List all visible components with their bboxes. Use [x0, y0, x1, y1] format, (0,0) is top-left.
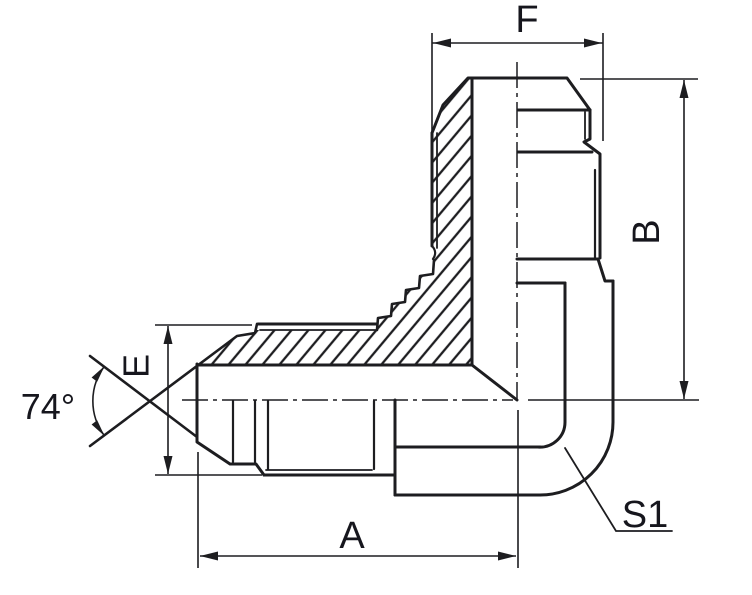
dimension-e: E	[116, 324, 262, 476]
b-arrow-bottom	[679, 381, 689, 399]
a-arrow-right	[498, 551, 516, 561]
nose-outline	[195, 362, 266, 477]
part-outline	[88, 76, 615, 497]
dimension-b: B	[580, 78, 698, 399]
thread-runout-steps	[375, 258, 436, 332]
angle-label-74: 74°	[21, 386, 75, 427]
dim-label-e: E	[116, 354, 157, 378]
flare-cone-line-upper	[88, 322, 259, 448]
dim-label-f: F	[515, 0, 538, 41]
dimension-f: F	[431, 0, 604, 141]
angle-arrow-top	[91, 366, 105, 382]
f-arrow-right	[584, 38, 602, 48]
dim-label-a: A	[339, 515, 365, 557]
flare-cone-line-lower	[88, 354, 199, 439]
angle-arrow-bottom	[91, 420, 105, 436]
b-arrow-top	[679, 80, 689, 98]
elbow-inner-wall	[536, 281, 567, 449]
f-arrow-left	[433, 38, 451, 48]
thread-runout-notch	[430, 244, 437, 261]
hex-bottom-chamfer	[515, 257, 615, 283]
elbow-outer-wall	[536, 279, 615, 497]
centerlines	[182, 62, 699, 401]
dim-label-b: B	[626, 219, 668, 244]
s1-leader-line	[564, 447, 673, 532]
dimension-a: A	[197, 410, 519, 568]
s1-leader: S1	[564, 447, 673, 536]
angle-dimension-74: 74°	[21, 365, 106, 437]
top-thread-crown	[430, 76, 592, 135]
top-right-edge-hex	[582, 108, 602, 260]
e-arrow-bottom	[163, 456, 173, 474]
dim-label-s1: S1	[622, 494, 668, 536]
a-arrow-left	[200, 551, 218, 561]
e-arrow-top	[163, 326, 173, 344]
section-hatching	[197, 78, 472, 365]
bore-cone-transition	[470, 363, 519, 402]
